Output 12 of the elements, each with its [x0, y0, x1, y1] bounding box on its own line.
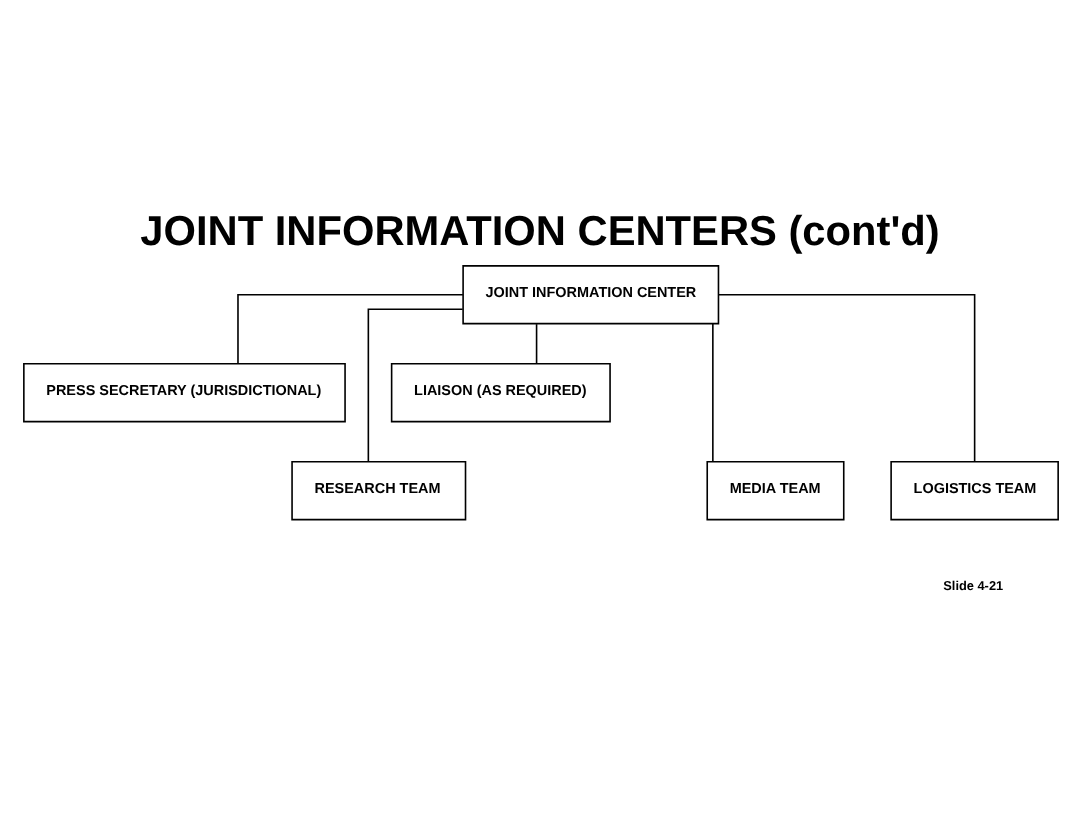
node-box: RESEARCH TEAM [291, 460, 467, 520]
node-box: JOINT INFORMATION CENTER [462, 264, 720, 324]
node-box: PRESS SECRETARY (JURISDICTIONAL) [23, 362, 346, 422]
connector [367, 307, 464, 462]
node-box: MEDIA TEAM [706, 460, 845, 520]
diagram-title: JOINT INFORMATION CENTERS (cont'd) [140, 207, 940, 254]
connector [535, 322, 538, 364]
connector [712, 321, 714, 462]
connector [717, 292, 976, 462]
node-box: LOGISTICS TEAM [890, 460, 1059, 520]
connector [237, 292, 464, 364]
node-box: LIAISON (AS REQUIRED) [390, 362, 611, 422]
